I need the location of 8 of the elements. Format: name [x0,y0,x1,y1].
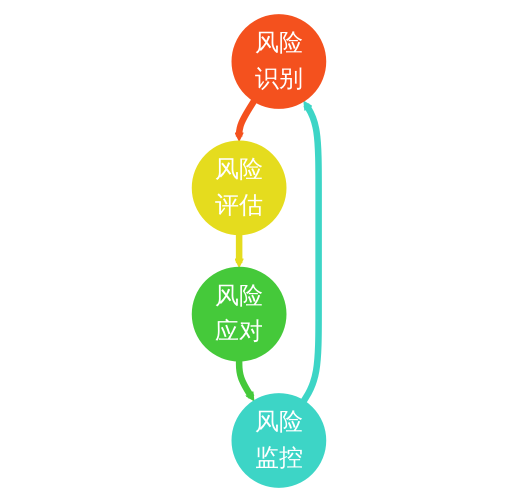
node-circle: 风险识别 [231,14,326,109]
node-circle: 风险应对 [191,266,286,362]
arrow [234,99,256,142]
arrow [300,100,322,403]
node-circle: 风险评估 [191,140,286,236]
node-circle: 风险监控 [231,393,326,488]
arrow [234,234,244,268]
arrow [235,360,254,402]
